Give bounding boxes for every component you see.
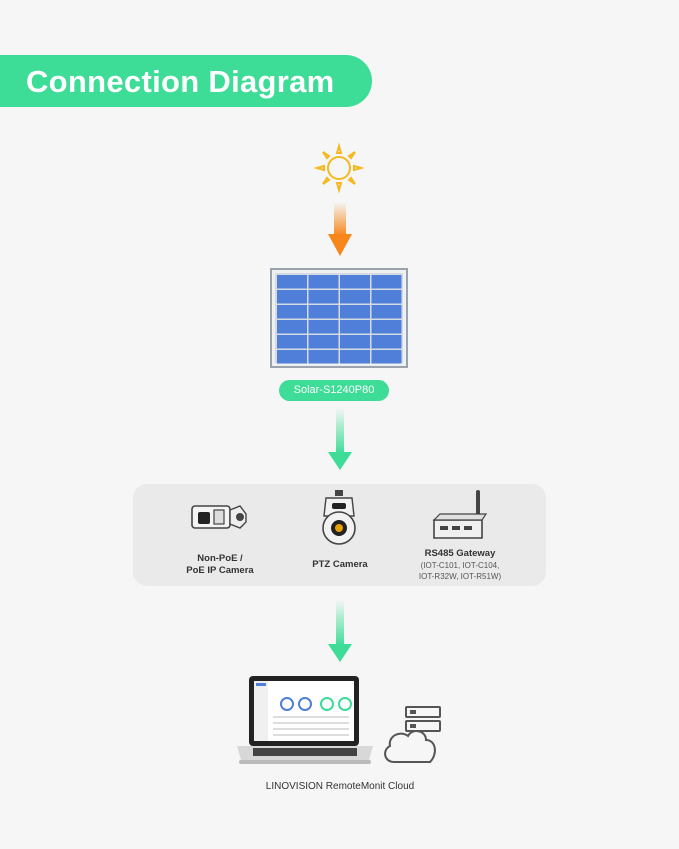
solar-cell xyxy=(308,305,339,319)
sun-icon xyxy=(313,142,365,194)
solar-cell xyxy=(277,290,307,304)
arrow-down-icon xyxy=(328,408,352,470)
solar-cell xyxy=(308,275,339,289)
page-title: Connection Diagram xyxy=(26,64,335,99)
solar-cell xyxy=(371,290,402,304)
solar-cell xyxy=(340,320,370,334)
solar-cell xyxy=(308,335,339,349)
gateway-models-1: (IOT-C101, IOT-C104, xyxy=(420,561,500,570)
solar-cell xyxy=(308,350,339,364)
gateway-models-2: IOT-R32W, IOT-R51W) xyxy=(418,572,502,581)
solar-cell xyxy=(340,290,370,304)
solar-cell xyxy=(340,335,370,349)
solar-cell xyxy=(277,320,307,334)
solar-cell xyxy=(277,335,307,349)
solar-cell xyxy=(371,320,402,334)
solar-cell xyxy=(371,335,402,349)
solar-panel-icon xyxy=(270,268,408,368)
bullet-camera-icon xyxy=(191,505,247,529)
solar-cell xyxy=(308,320,339,334)
sun-arrow xyxy=(328,202,352,256)
ptz-camera-icon xyxy=(322,490,356,545)
solar-cell xyxy=(308,290,339,304)
solar-cell xyxy=(371,305,402,319)
gateway-icon xyxy=(432,490,488,539)
solar-panel-label: Solar-S1240P80 xyxy=(279,380,389,401)
solar-cell xyxy=(277,305,307,319)
solar-cell xyxy=(277,275,307,289)
solar-cell xyxy=(340,305,370,319)
solar-cell xyxy=(277,350,307,364)
cloud-server-icon xyxy=(384,706,441,763)
solar-cell xyxy=(340,350,370,364)
device-label-ipcam: Non-PoE / xyxy=(197,553,243,564)
device-label-ptz: PTZ Camera xyxy=(312,559,368,570)
solar-cell xyxy=(340,275,370,289)
laptop-icon xyxy=(237,676,373,764)
arrow-down-icon-2 xyxy=(328,600,352,662)
cloud-label: LINOVISION RemoteMonit Cloud xyxy=(265,781,415,792)
solar-cell xyxy=(371,275,402,289)
solar-cell xyxy=(371,350,402,364)
device-label-ipcam-2: PoE IP Camera xyxy=(186,565,254,576)
title-banner: Connection Diagram xyxy=(0,55,372,107)
device-label-gateway: RS485 Gateway xyxy=(424,548,496,559)
